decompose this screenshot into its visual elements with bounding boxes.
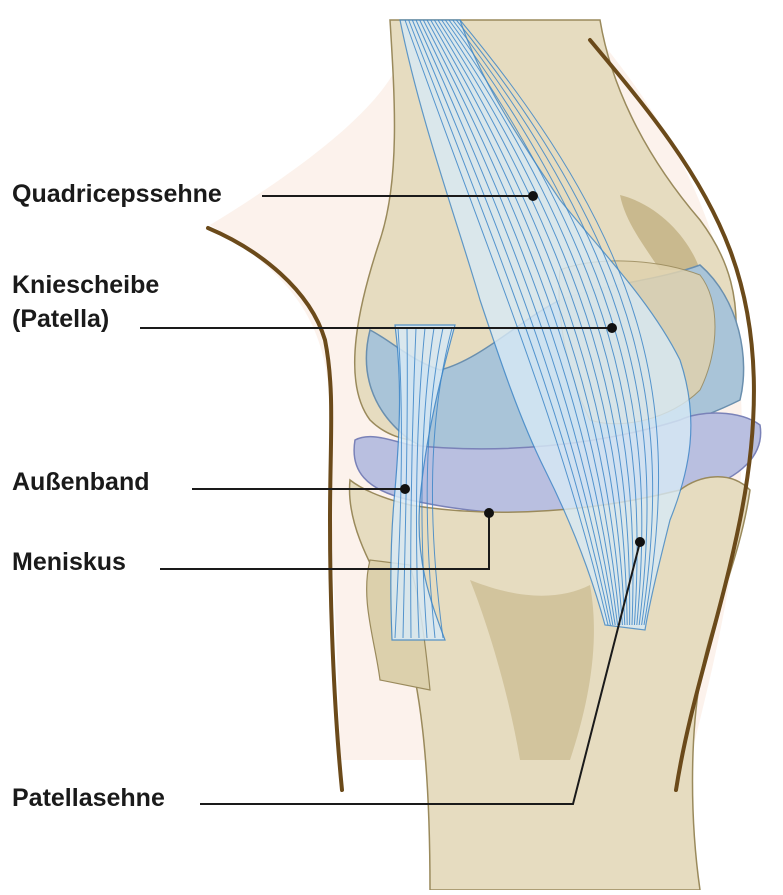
label-kniescheibe-line1: Kniescheibe <box>12 270 159 300</box>
label-aussenband: Außenband <box>12 467 150 497</box>
label-patellasehne: Patellasehne <box>12 783 165 813</box>
pointer-dot-kniescheibe <box>607 323 617 333</box>
label-kniescheibe-line2: (Patella) <box>12 304 109 334</box>
pointer-dot-aussenband <box>400 484 410 494</box>
label-quadricepssehne: Quadricepssehne <box>12 179 222 209</box>
pointer-dot-quadricepssehne <box>528 191 538 201</box>
label-meniskus: Meniskus <box>12 547 126 577</box>
pointer-dot-meniskus <box>484 508 494 518</box>
pointer-dot-patellasehne <box>635 537 645 547</box>
